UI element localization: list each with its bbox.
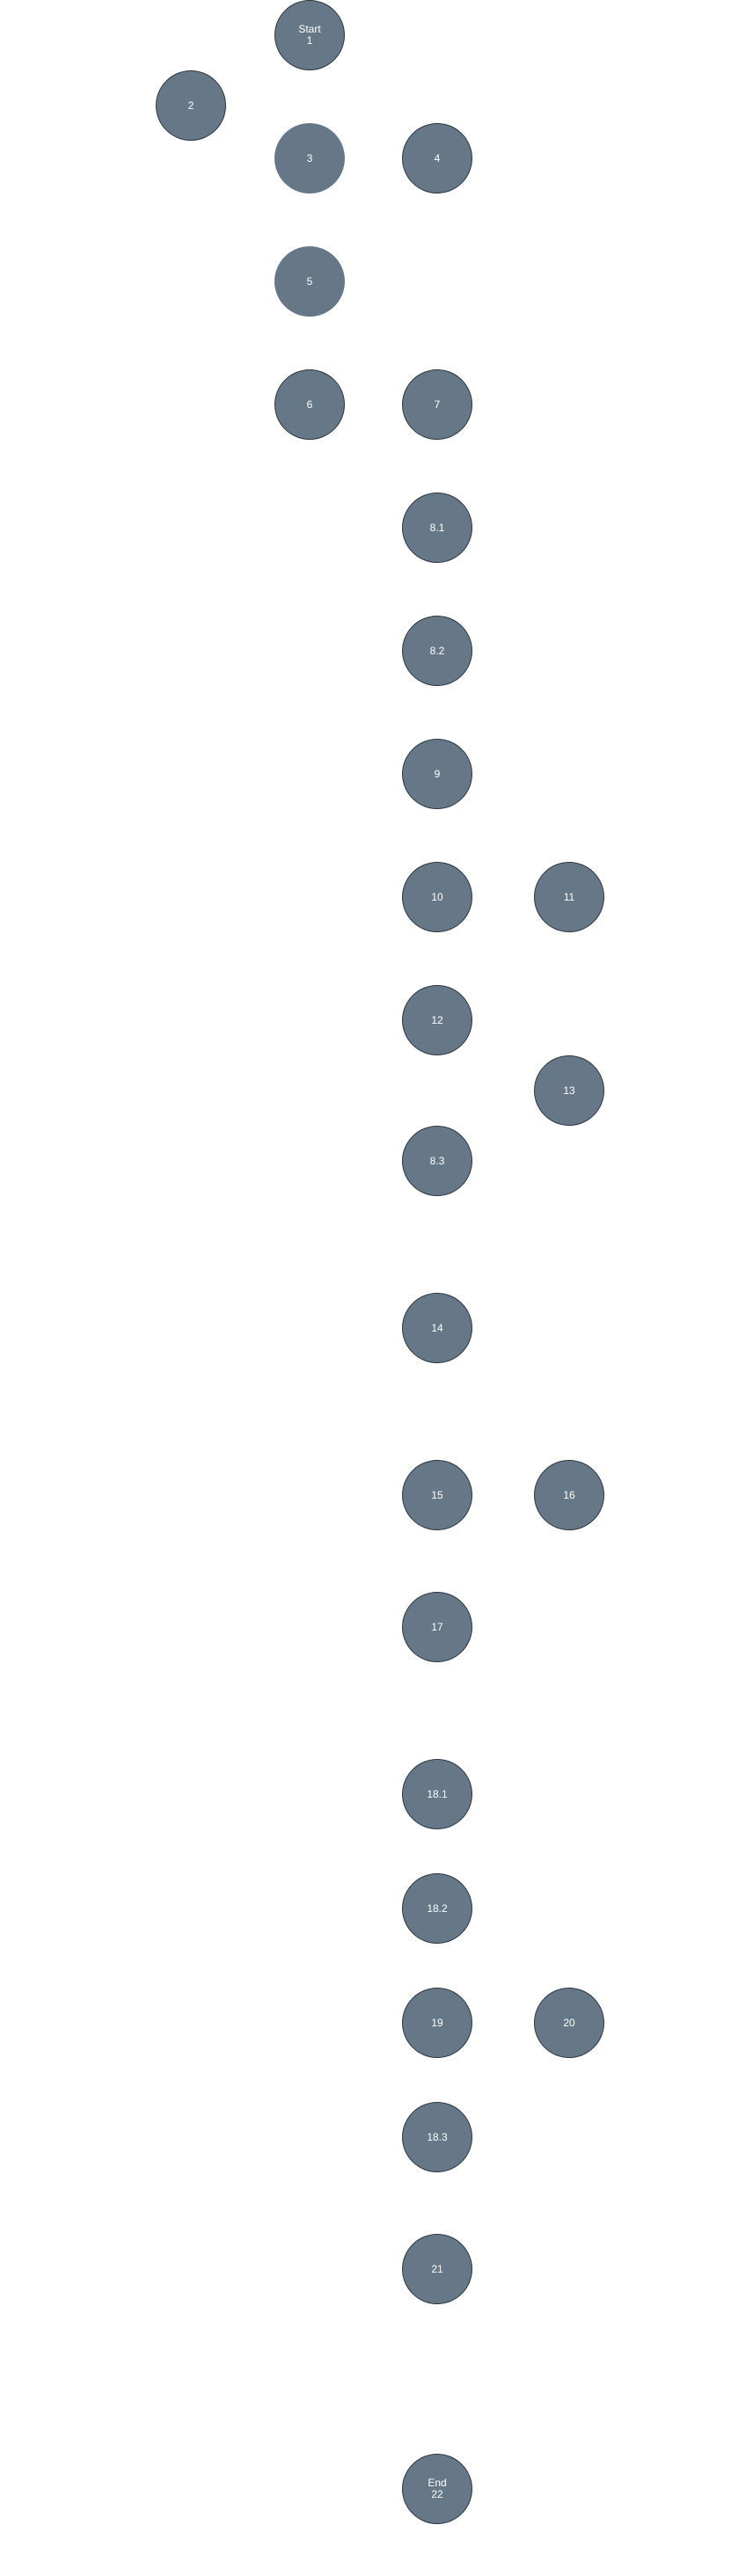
- node-15[interactable]: 15: [402, 1460, 472, 1530]
- node-label: 2: [187, 99, 194, 112]
- node-label: 1: [306, 34, 313, 47]
- node-label: 8.1: [429, 521, 445, 534]
- node-10[interactable]: 10: [402, 862, 472, 932]
- node-label: 8.3: [429, 1154, 445, 1167]
- node-8-3[interactable]: 8.3: [402, 1126, 472, 1196]
- node-17[interactable]: 17: [402, 1592, 472, 1662]
- node-label: 4: [434, 151, 441, 164]
- node-label: 21: [431, 2262, 443, 2275]
- node-12[interactable]: 12: [402, 985, 472, 1055]
- node-18-2[interactable]: 18.2: [402, 1873, 472, 1944]
- node-label: 8.2: [429, 644, 445, 657]
- node-label: 22: [431, 2488, 443, 2500]
- node-18-1[interactable]: 18.1: [402, 1759, 472, 1829]
- node-13[interactable]: 13: [534, 1055, 604, 1126]
- node-3[interactable]: 3: [274, 123, 345, 193]
- node-label: 15: [431, 1488, 443, 1501]
- node-label: 3: [306, 151, 313, 164]
- node-label: 14: [431, 1321, 443, 1334]
- node-label: 9: [434, 767, 441, 780]
- node-14[interactable]: 14: [402, 1293, 472, 1363]
- node-label: 18.1: [427, 1787, 448, 1800]
- node-label: 18.3: [427, 2130, 448, 2143]
- node-label: 6: [306, 398, 313, 411]
- node-label: 13: [563, 1084, 575, 1097]
- node-8-1[interactable]: 8.1: [402, 493, 472, 563]
- node-label: 10: [431, 890, 443, 903]
- node-20[interactable]: 20: [534, 1988, 604, 2058]
- node-8-2[interactable]: 8.2: [402, 616, 472, 686]
- node-7[interactable]: 7: [402, 369, 472, 440]
- node-11[interactable]: 11: [534, 862, 604, 932]
- node-21[interactable]: 21: [402, 2234, 472, 2304]
- node-5[interactable]: 5: [274, 246, 345, 317]
- node-label: 17: [431, 1620, 443, 1633]
- node-16[interactable]: 16: [534, 1460, 604, 1530]
- node-9[interactable]: 9: [402, 739, 472, 809]
- node-label: Start: [298, 23, 321, 35]
- node-2[interactable]: 2: [156, 70, 226, 141]
- node-4[interactable]: 4: [402, 123, 472, 193]
- node-label: 7: [434, 398, 441, 411]
- node-label: 18.2: [427, 1901, 448, 1915]
- node-label: 20: [563, 2016, 575, 2029]
- node-label: 19: [431, 2016, 443, 2029]
- node-label: End: [428, 2477, 447, 2489]
- node-label: 5: [306, 274, 313, 288]
- node-19[interactable]: 19: [402, 1988, 472, 2058]
- node-label: 16: [563, 1488, 575, 1501]
- node-label: 11: [563, 890, 575, 903]
- node-label: 12: [431, 1013, 443, 1026]
- node-6[interactable]: 6: [274, 369, 345, 440]
- node-18-3[interactable]: 18.3: [402, 2102, 472, 2172]
